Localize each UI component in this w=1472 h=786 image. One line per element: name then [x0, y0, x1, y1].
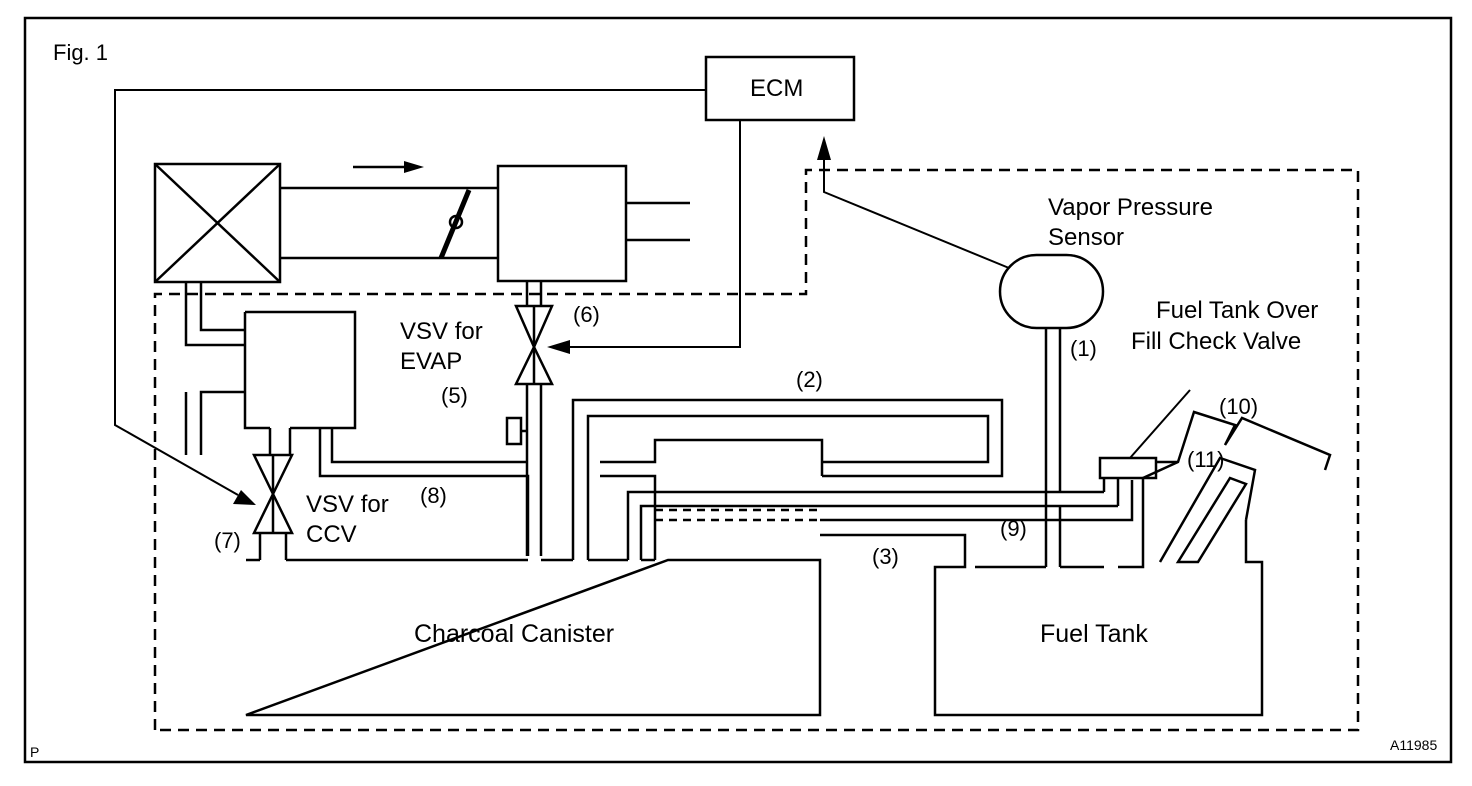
wire-ecm-to-vsv-evap [568, 120, 741, 348]
air-cleaner [153, 162, 282, 284]
vapor-pressure-sensor-label-line2: Sensor [1048, 224, 1125, 251]
charcoal-canister [245, 558, 822, 717]
callout-2: (2) [796, 367, 823, 392]
throttle-valve [438, 189, 472, 259]
corner-mark: P [30, 744, 40, 760]
fuel-tank [975, 478, 1145, 569]
figure-frame [23, 16, 1453, 764]
line-3 [820, 520, 1264, 717]
filler-pipe-10 [1142, 410, 1332, 563]
wire-sensor-to-ecm [823, 160, 1010, 269]
charcoal-canister-label: Charcoal Canister [414, 620, 615, 648]
vsv-evap-port [505, 416, 523, 446]
callout-7: (7) [214, 528, 241, 553]
figure-code: A11985 [1390, 737, 1438, 753]
dashed-boundary [153, 168, 1360, 732]
line-9 [626, 490, 1118, 560]
fill-check-valve-label-line1: Fuel Tank Over [1156, 297, 1319, 324]
vsv-ccv-label-line1: VSV for [306, 491, 389, 518]
line-2 [571, 398, 1004, 560]
vsv-evap-label-line2: EVAP [400, 348, 463, 375]
ecm-label: ECM [750, 75, 804, 102]
callout-11: (11) [1187, 447, 1225, 472]
vapor-pressure-sensor-label-line1: Vapor Pressure [1048, 194, 1213, 221]
callout-3: (3) [872, 544, 899, 569]
callout-1: (1) [1070, 336, 1097, 361]
callout-5: (5) [441, 383, 468, 408]
fill-check-valve [1098, 456, 1158, 480]
ccv-assembly [184, 310, 357, 455]
callout-6: (6) [573, 302, 600, 327]
ecm-box [704, 55, 856, 122]
wire-ecm-to-vsv-ccv [114, 89, 706, 496]
figure-label: Fig. 1 [53, 40, 109, 65]
callout-9: (9) [1000, 516, 1027, 541]
vsv-evap-label-line1: VSV for [400, 318, 483, 345]
vapor-pressure-sensor [998, 253, 1105, 330]
callout-8: (8) [420, 483, 447, 508]
filler-pipe-11 [1175, 476, 1248, 564]
fill-check-valve-label-line2: Fill Check Valve [1131, 328, 1302, 355]
fuel-tank-label: Fuel Tank [1040, 620, 1148, 648]
vsv-ccv-label-line2: CCV [306, 521, 357, 548]
intake-manifold [496, 164, 628, 283]
callout-10: (10) [1219, 394, 1259, 419]
